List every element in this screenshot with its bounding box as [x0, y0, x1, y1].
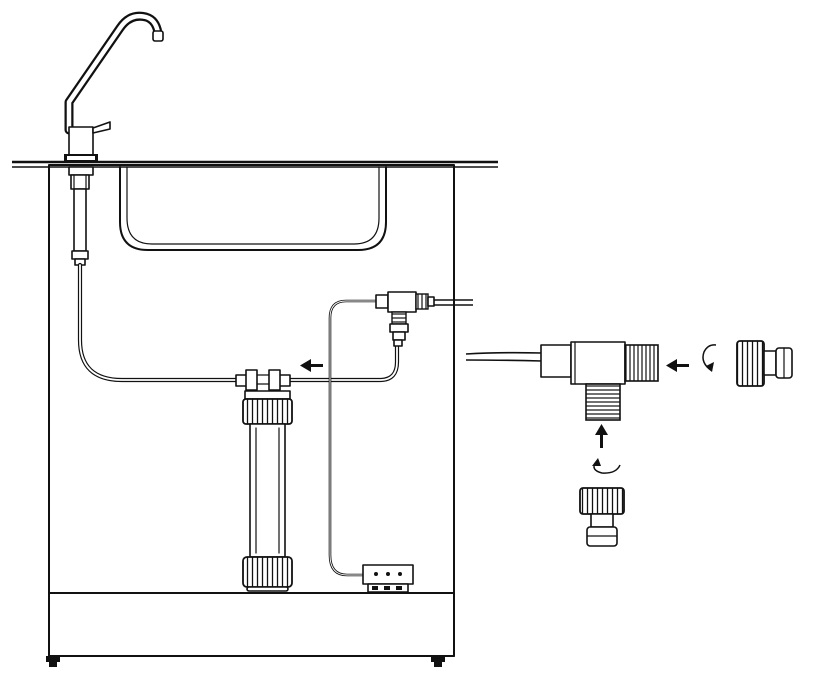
sensor-box-icon	[362, 564, 414, 593]
quick-connect-fitting-icon	[736, 340, 793, 387]
tube-faucet-to-filter	[77, 262, 243, 383]
flow-arrow-icon	[300, 359, 323, 372]
faucet	[64, 11, 164, 266]
cabinet	[46, 164, 455, 667]
cabinet-foot-left	[46, 656, 60, 667]
insert-arrow-up-icon	[595, 424, 608, 448]
tee-valve-detail	[465, 341, 659, 421]
cabinet-foot-right	[431, 656, 445, 667]
sensor-cable	[328, 299, 376, 577]
sink-bowl	[119, 166, 387, 251]
quick-connect-fitting-bottom-icon	[579, 487, 625, 547]
filter-cartridge-icon	[235, 369, 293, 592]
tube-valve-to-filter	[285, 342, 400, 383]
insert-arrow-icon	[666, 359, 689, 372]
rotate-arrow-icon	[702, 344, 717, 372]
tee-valve-installed	[375, 291, 473, 347]
rotate-arrow-bottom-icon	[592, 458, 621, 474]
